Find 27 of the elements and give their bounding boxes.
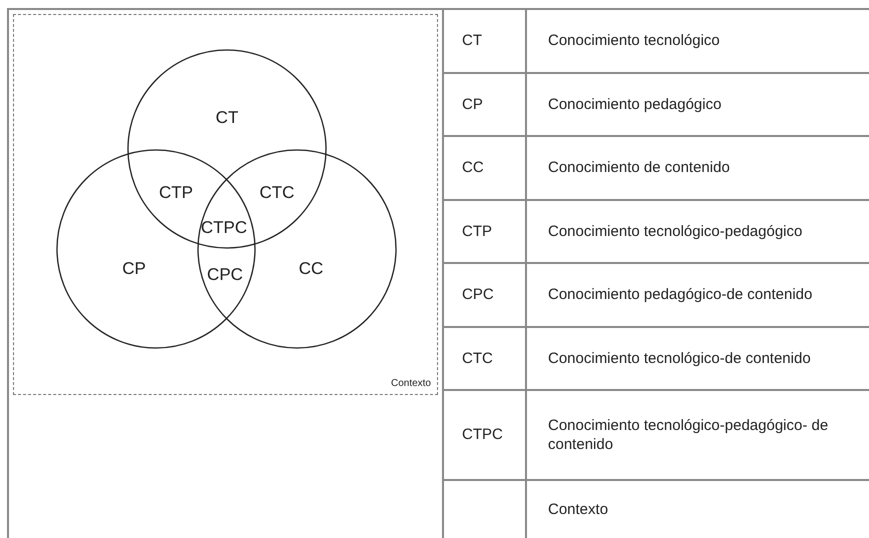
definition-cell-text: Conocimiento tecnológico-de contenido (548, 348, 812, 369)
abbreviation-cell-text: CC (462, 158, 485, 178)
region-label: CT (216, 108, 238, 128)
definition-cell-text: Conocimiento pedagógico-de contenido (548, 285, 814, 306)
intersection-label: CTP (159, 183, 193, 203)
definition-cell-text: Conocimiento de contenido (548, 158, 731, 178)
abbreviation-cell-text: CT (462, 31, 483, 52)
intersection-label: CTC (260, 183, 294, 203)
definition-cell-text: Conocimiento tecnológico-pedagógico- de contenido (548, 416, 830, 455)
abbreviation-cell-text: CTP (462, 222, 493, 242)
abbreviation-cell-text: CP (462, 94, 484, 115)
abbreviation-cell-text: CTC (462, 348, 494, 369)
abbreviation-cell-text: CTPC (462, 425, 504, 446)
abbreviation-cell-text: CPC (462, 285, 495, 306)
region-label: CP (122, 259, 146, 279)
venn-circle (57, 150, 255, 348)
definition-cell-text: Conocimiento pedagógico (548, 94, 722, 115)
intersection-label: CPC (207, 265, 243, 285)
venn-circle (128, 50, 326, 248)
region-label: CC (298, 259, 324, 279)
context-frame (13, 14, 438, 395)
definition-cell-text: Conocimiento tecnológico-pedagógico (548, 222, 804, 242)
intersection-label: CTPC (200, 218, 248, 238)
definition-cell-text: Conocimiento tecnológico (548, 31, 721, 52)
venn-circle (198, 150, 396, 348)
definition-cell-text: Contexto (548, 500, 610, 520)
context-label: Contexto (390, 378, 431, 389)
